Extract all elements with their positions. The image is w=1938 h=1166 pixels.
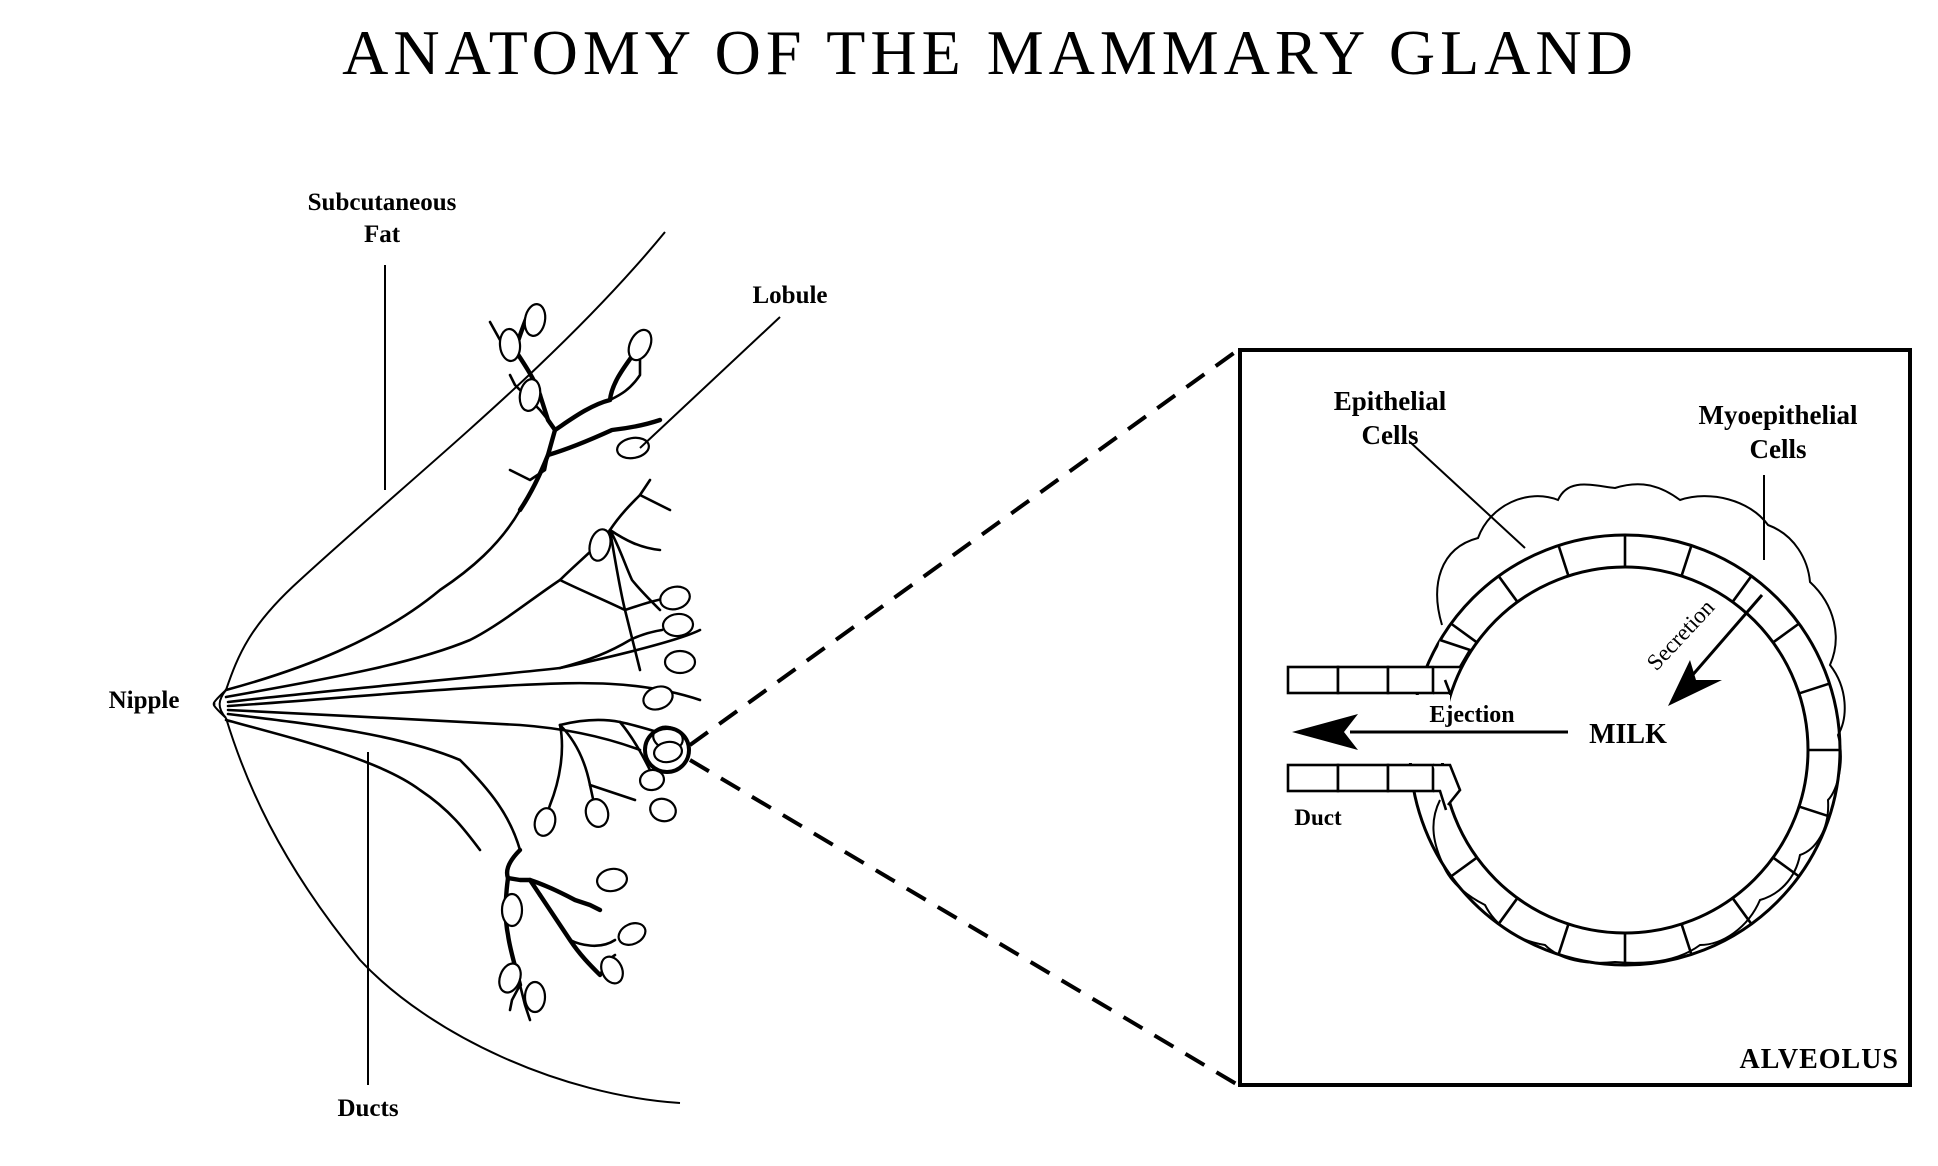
cell-divider [1798, 682, 1830, 695]
label-myoepithelial-cells: Cells [1750, 434, 1807, 464]
cell-divider [1680, 545, 1693, 577]
duct-opening [1405, 695, 1450, 763]
cell-divider [1772, 622, 1800, 644]
cell-divider [1680, 923, 1693, 955]
cell-divider [1557, 923, 1570, 955]
cell-divider [1450, 622, 1478, 644]
cell-divider [1731, 897, 1753, 925]
highlighted-alveolus [643, 726, 691, 774]
secretion-arrow [1668, 594, 1764, 706]
label-myoepithelial: Myoepithelial [1699, 400, 1858, 430]
label-nipple: Nipple [109, 687, 180, 714]
label-ducts: Ducts [337, 1095, 398, 1122]
cell-divider [1557, 545, 1570, 577]
label-lobule: Lobule [752, 282, 827, 309]
label-milk: MILK [1589, 719, 1667, 750]
cell-divider [1731, 575, 1753, 603]
duct-tubes [1286, 638, 1472, 811]
cell-divider [1772, 856, 1800, 878]
label-ejection: Ejection [1429, 702, 1514, 728]
left-leader-lines [367, 265, 781, 1085]
lobule-buds [498, 303, 697, 1014]
ejection-arrow [1292, 714, 1568, 750]
label-epithelial: Epithelial [1334, 386, 1447, 416]
label-alveolus: ALVEOLUS [1740, 1044, 1899, 1075]
label-duct: Duct [1294, 805, 1342, 830]
breast-outline [212, 231, 681, 1104]
ducts-network [224, 307, 702, 1022]
label-subcutaneous: Subcutaneous [308, 189, 457, 216]
alveolus-inset [1286, 441, 1846, 967]
epithelial-cell-dividers [1405, 535, 1840, 965]
diagram-title: ANATOMY OF THE MAMMARY GLAND [342, 17, 1638, 88]
cell-divider [1798, 805, 1830, 818]
cell-divider [1497, 575, 1519, 603]
label-fat: Fat [364, 221, 401, 248]
cell-divider [1497, 897, 1519, 925]
zoom-connector-lines [688, 348, 1240, 1087]
cell-divider [1450, 856, 1478, 878]
label-epithelial-cells: Cells [1362, 420, 1419, 450]
